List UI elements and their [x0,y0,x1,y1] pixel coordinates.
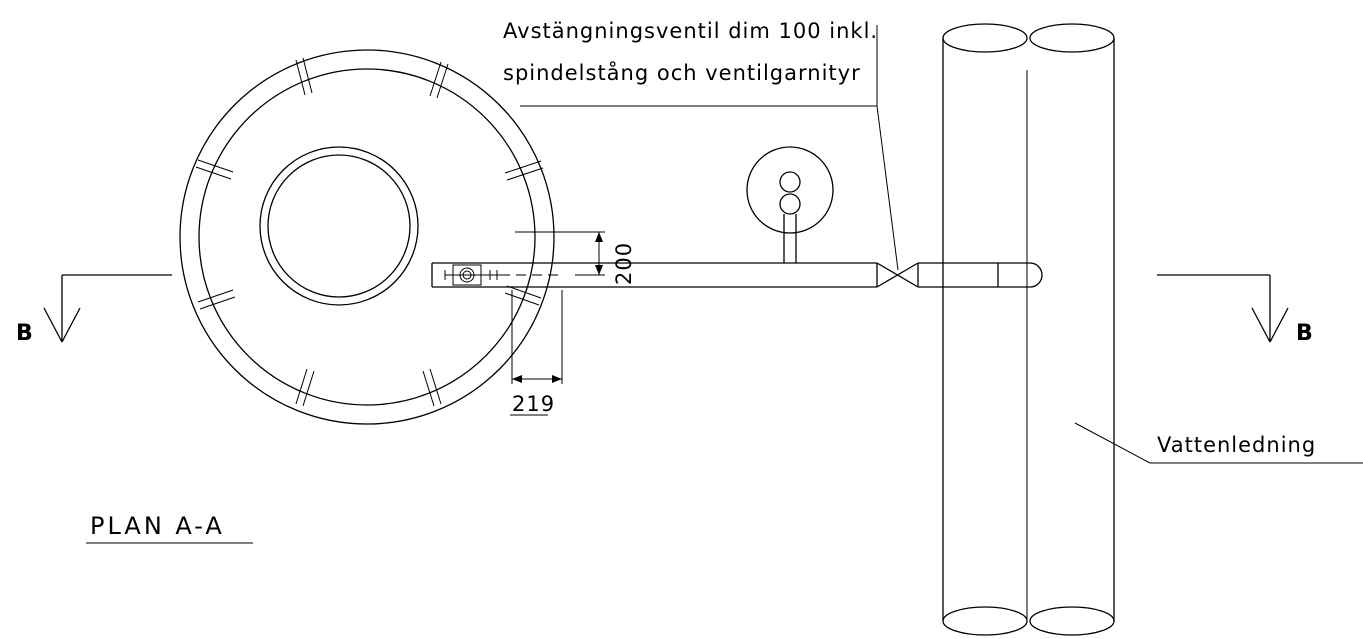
well-shaft-outer [259,146,419,306]
well-plan [179,49,555,425]
plan-title: PLAN A-A [86,512,253,544]
dimension-219: 219 [510,290,563,416]
dimension-200: 200 [515,231,636,285]
street-box-circle [746,146,834,234]
section-marker-right: B [1157,274,1313,346]
valve-spindle-box [746,146,834,263]
branch-pipe [431,262,877,288]
well-shaft-inner [267,154,411,298]
section-label-left: B [16,321,33,346]
spindle-bottom [779,193,801,215]
spindle-top [779,171,801,193]
support-brackets [195,57,544,407]
dimension-219-label: 219 [512,392,555,416]
valve-label-line1: Avstängningsventil dim 100 inkl. [503,19,878,43]
valve-label-line2: spindelstång och ventilgarnityr [503,60,861,85]
water-main-leader [1074,422,1363,464]
well-inner-ring [198,68,536,406]
gate-valve [876,262,919,288]
section-marker-left: B [16,274,172,346]
well-outer-ring [179,49,555,425]
plan-title-text: PLAN A-A [90,512,225,540]
section-label-right: B [1296,321,1313,346]
water-main-label: Vattenledning [1157,433,1316,457]
pipe-stub [918,262,1043,288]
valve-leader [520,25,899,271]
water-main-pipe [942,23,1115,636]
dimension-200-label: 200 [612,242,636,285]
